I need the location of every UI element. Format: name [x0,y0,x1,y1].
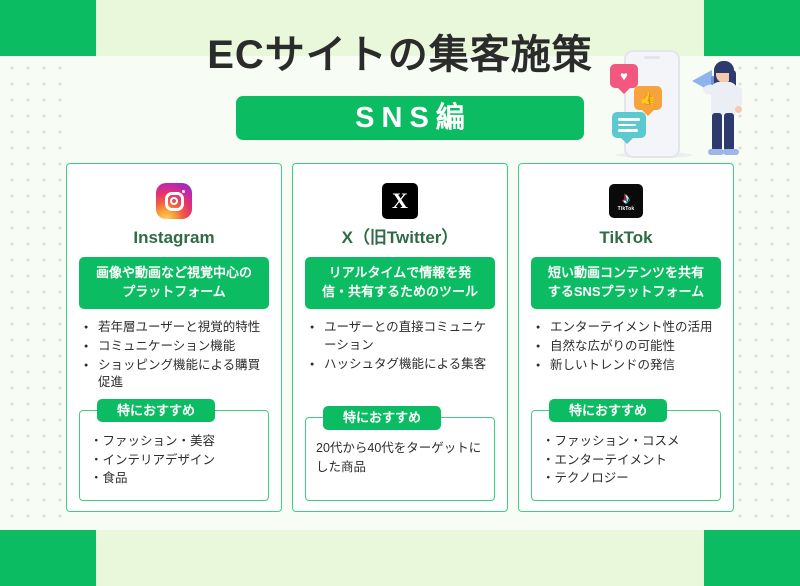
list-item: ・ファッション・コスメ [542,433,680,448]
card-description: リアルタイムで情報を発 信・共有するためのツール [305,257,495,310]
card-title: TikTok [599,228,653,247]
recommend-section: 特におすすめ ・ファッション・美容 ・インテリアデザイン ・食品 [79,398,269,501]
thumbsup-bubble-icon: 👍 [634,86,662,116]
description-line: 短い動画コンテンツを共有 [547,265,704,281]
feature-list: エンターテイメント性の活用 自然な広がりの可能性 新しいトレンドの発信 [535,319,721,375]
hero-illustration: ♥ 👍 [598,40,758,170]
description-line: リアルタイムで情報を発 [328,265,472,281]
corner-block-top-left [0,0,96,56]
list-item: エンターテイメント性の活用 [535,319,721,337]
feature-list: ユーザーとの直接コミュニケーション ハッシュタグ機能による集客 [309,319,495,374]
tiktok-icon: ♪ TikTok [609,184,643,218]
list-item: ユーザーとの直接コミュニケーション [309,319,495,355]
chat-lines-icon [618,118,640,135]
person-hand-right [735,106,742,113]
person-hair [714,61,734,73]
bottom-green-band [0,530,800,586]
dot-pattern-right [728,56,800,530]
instagram-ring [164,191,184,211]
card-description: 短い動画コンテンツを共有 するSNSプラットフォーム [531,257,721,310]
top-green-band [0,0,800,56]
person-torso [711,82,737,115]
logo-container: X [305,178,495,224]
x-twitter-icon: X [382,183,418,219]
recommend-text: 20代から40代をターゲットにした商品 [316,441,482,474]
corner-block-bottom-right [704,530,800,586]
recommend-badge: 特におすすめ [549,398,668,423]
recommend-section: 特におすすめ ・ファッション・コスメ ・エンターテイメント ・テクノロジー [531,398,721,501]
list-item: ・エンターテイメント [542,452,668,467]
platform-card-tiktok[interactable]: ♪ TikTok TikTok 短い動画コンテンツを共有 するSNSプラットフォ… [518,163,734,512]
list-item: ・ファッション・美容 [90,433,216,448]
description-line: 信・共有するためのツール [321,284,478,300]
recommend-box: ・ファッション・美容 ・インテリアデザイン ・食品 [79,409,269,501]
list-item: ・インテリアデザイン [90,452,216,467]
dot-pattern-left [0,56,72,530]
thumbs-up-icon: 👍 [639,90,657,106]
card-description: 画像や動画など視覚中心の プラットフォーム [79,257,269,310]
corner-block-bottom-left [0,530,96,586]
recommend-list: ・ファッション・美容 ・インテリアデザイン ・食品 [90,432,258,488]
heart-icon: ♥ [620,68,628,84]
person-leg-left [712,113,722,151]
instagram-lens [170,197,178,205]
subtitle-badge: SNS編 [236,96,584,140]
recommend-badge: 特におすすめ [97,398,216,423]
card-title: X（旧Twitter） [341,228,459,247]
corner-block-top-right [704,0,800,56]
description-line: 画像や動画など視覚中心の [95,265,252,281]
list-item: ・食品 [90,471,128,486]
instagram-dot [182,190,185,193]
person-leg-right [724,113,734,151]
recommend-badge: 特におすすめ [323,406,442,430]
recommend-section: 特におすすめ 20代から40代をターゲットにした商品 [305,406,495,501]
phone-notch [644,56,660,59]
feature-list: 若年層ユーザーと視覚的特性 コミュニケーション機能 ショッピング機能による購買促… [83,319,269,393]
logo-container: ♪ TikTok [531,178,721,224]
tiktok-note-glyph: ♪ [622,189,630,207]
header: ECサイトの集客施策 SNS編 ♥ 👍 [0,0,800,160]
description-line: するSNSプラットフォーム [547,284,705,300]
list-item: 若年層ユーザーと視覚的特性 [83,319,269,337]
person-arm-right [733,86,742,108]
platform-card-list: Instagram 画像や動画など視覚中心の プラットフォーム 若年層ユーザーと… [66,163,734,512]
person-shoe-right [723,149,739,155]
instagram-icon [156,183,192,219]
list-item: ・テクノロジー [542,471,629,486]
chat-bubble-icon [612,112,646,144]
person-shoe-left [708,149,724,155]
list-item: 新しいトレンドの発信 [535,357,721,375]
list-item: ショッピング機能による購買促進 [83,357,269,393]
person-ponytail [729,70,736,88]
platform-card-x-twitter[interactable]: X X（旧Twitter） リアルタイムで情報を発 信・共有するためのツール ユ… [292,163,508,512]
list-item: コミュニケーション機能 [83,338,269,356]
recommend-box: ・ファッション・コスメ ・エンターテイメント ・テクノロジー [531,409,721,501]
recommend-box: 20代から40代をターゲットにした商品 [305,417,495,501]
person-illustration [692,52,752,162]
recommend-list: ・ファッション・コスメ ・エンターテイメント ・テクノロジー [542,432,710,488]
platform-card-instagram[interactable]: Instagram 画像や動画など視覚中心の プラットフォーム 若年層ユーザーと… [66,163,282,512]
list-item: 自然な広がりの可能性 [535,338,721,356]
list-item: ハッシュタグ機能による集客 [309,356,495,374]
card-title: Instagram [133,228,215,247]
tiktok-wordmark: TikTok [617,205,635,212]
logo-container [79,178,269,224]
heart-bubble-icon: ♥ [610,64,638,94]
page-title: ECサイトの集客施策 [207,33,593,77]
description-line: プラットフォーム [122,284,226,300]
